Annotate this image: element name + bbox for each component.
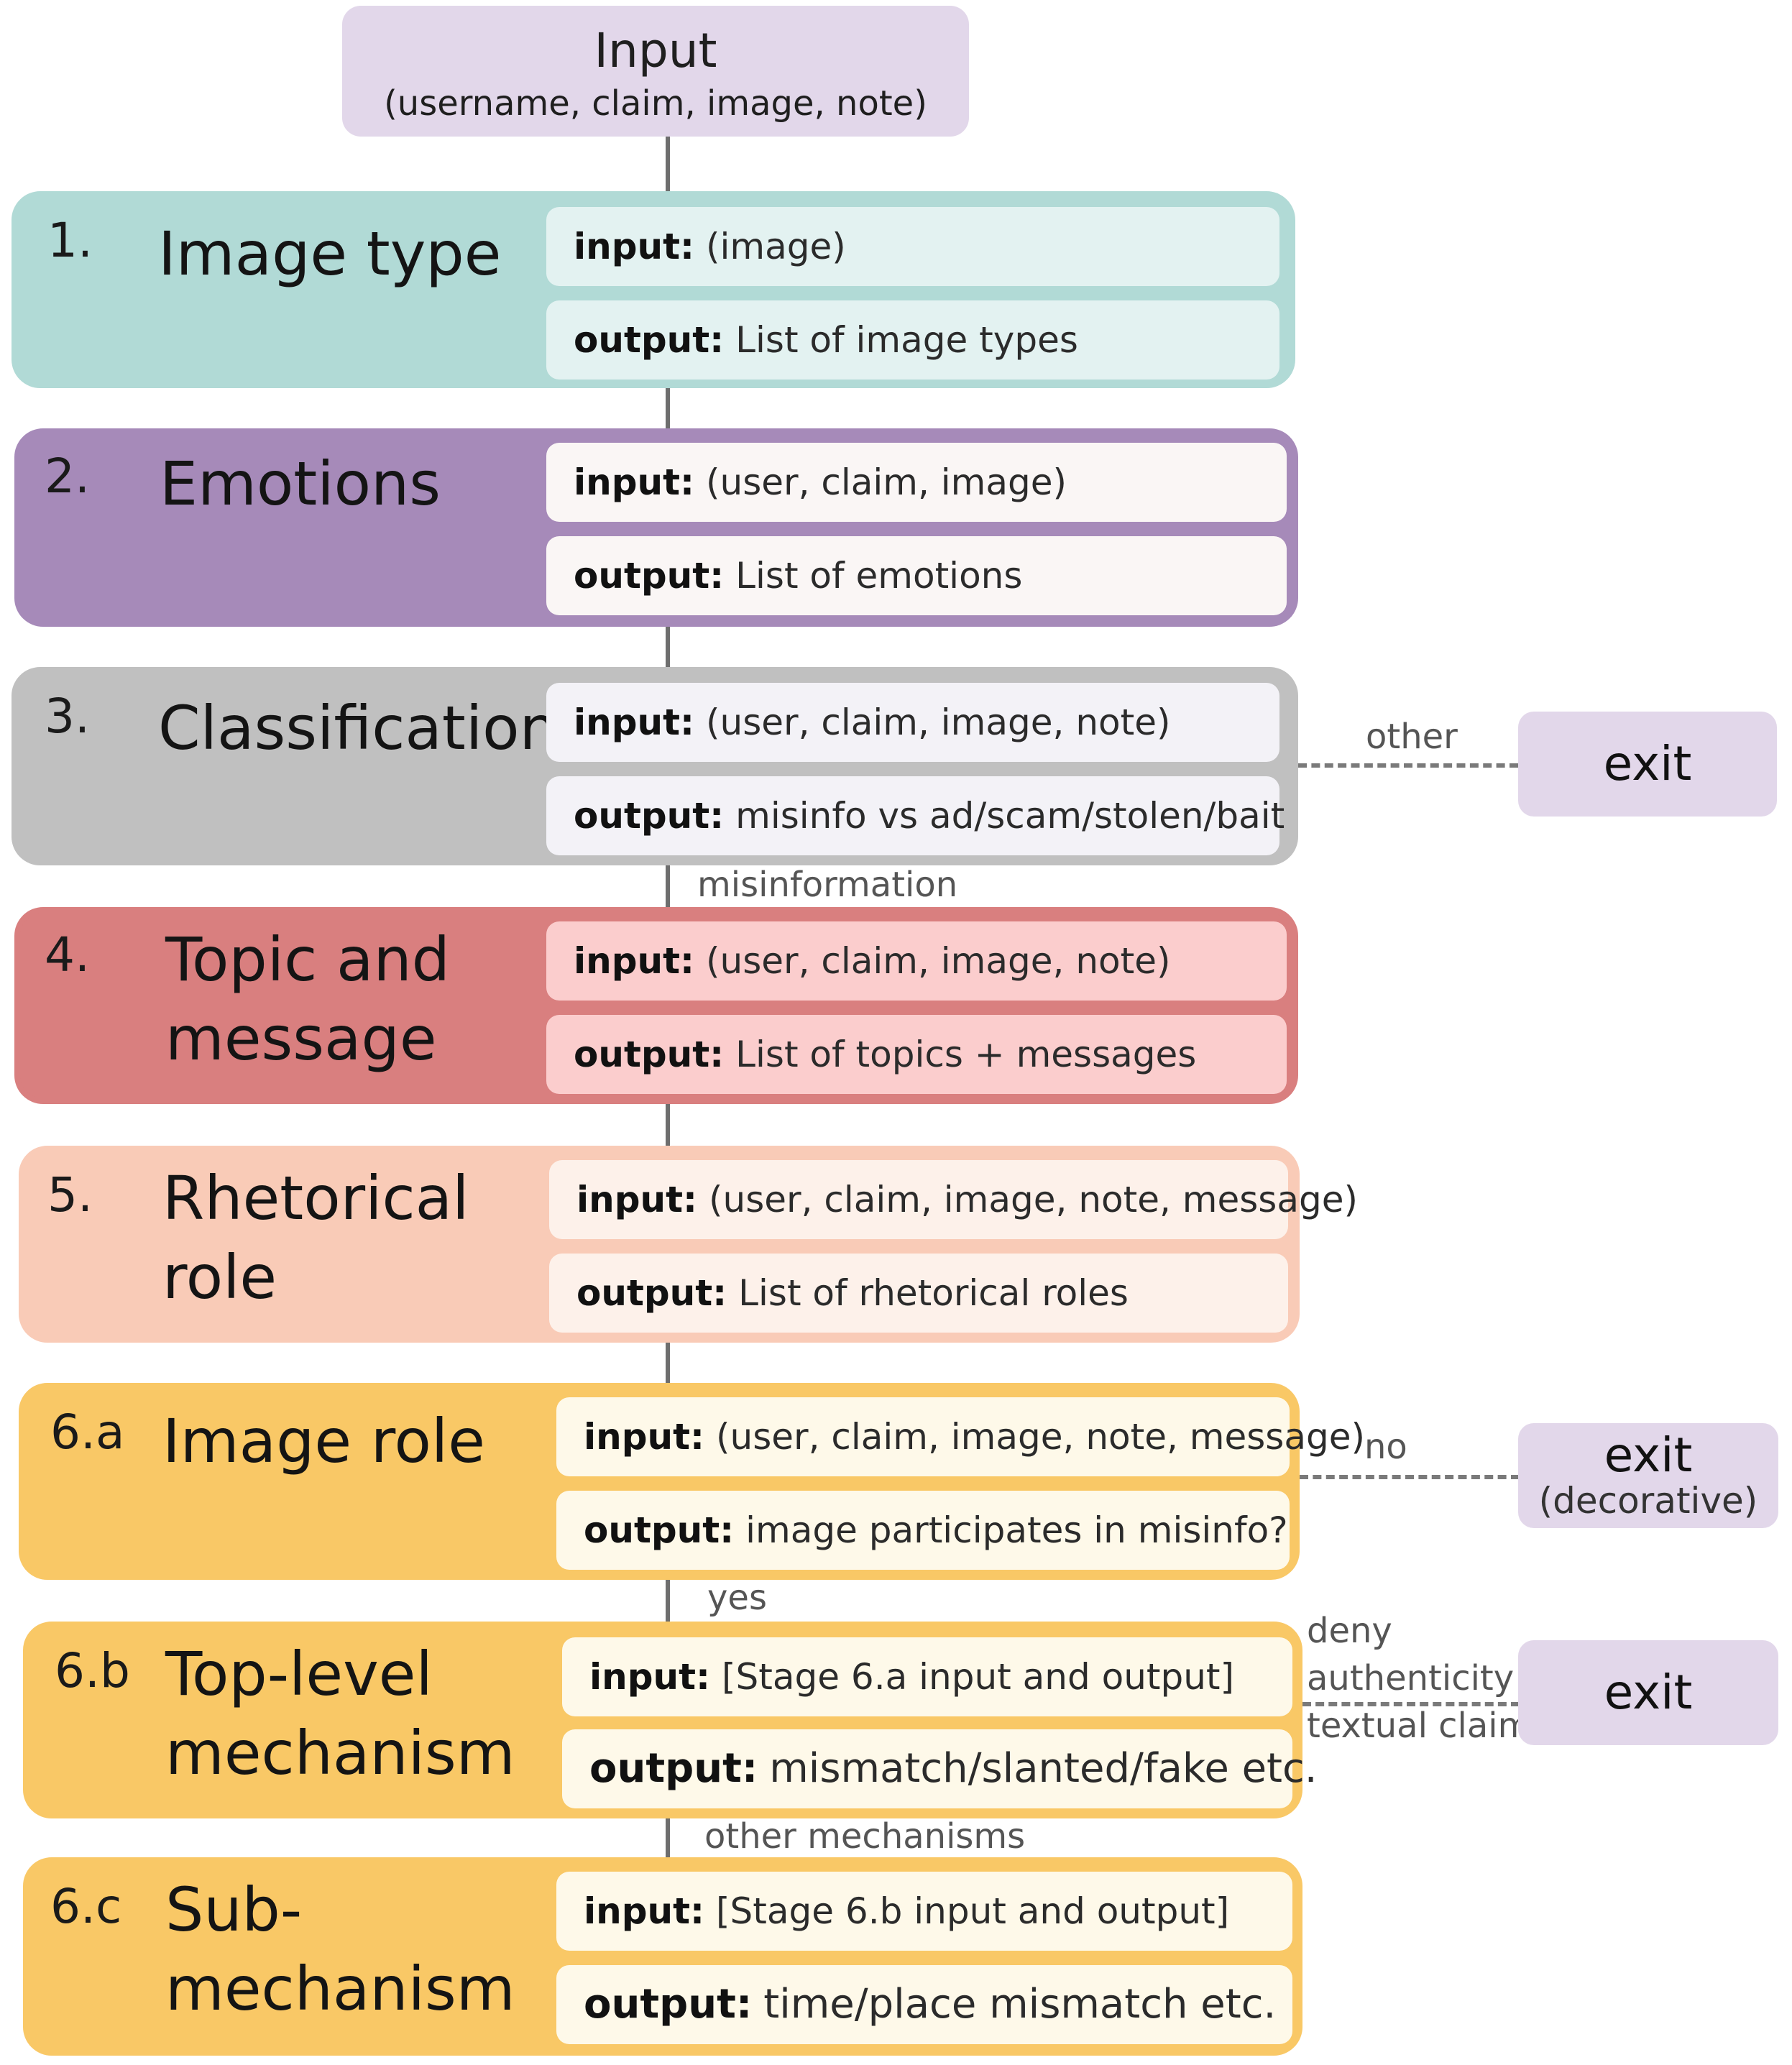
input-node-fields: (username, claim, image, note) [384, 83, 927, 124]
stage-output: output:List of topics + messages [546, 1015, 1287, 1094]
stage-6c-sub-mechanism: 6.c Sub- mechanism input:[Stage 6.b inpu… [23, 1857, 1302, 2056]
stage-output: output:List of rhetorical roles [549, 1254, 1288, 1333]
stage-number: 5. [47, 1167, 93, 1223]
stage-number: 6.a [50, 1404, 125, 1460]
connector-stage3-stage4 [666, 864, 670, 910]
stage-output: output:List of emotions [546, 536, 1287, 615]
stage-5-rhetorical-role: 5. Rhetorical role input:(user, claim, i… [19, 1146, 1358, 1343]
stage-title: Rhetorical role [162, 1163, 469, 1312]
stage-1-image-type: 1. Image type input:(image) output:List … [12, 191, 1295, 388]
stage-title: Sub- mechanism [165, 1875, 515, 2024]
connector-stage6b-stage6c [666, 1817, 670, 1860]
input-node: Input (username, claim, image, note) [342, 6, 969, 137]
stage-input: input:[Stage 6.a input and output] [562, 1637, 1292, 1716]
stage-number: 1. [47, 213, 93, 268]
stage-number: 3. [45, 689, 90, 744]
connector-input-stage1 [666, 137, 670, 194]
stage-title: Image role [162, 1406, 485, 1476]
stage-input: input:(user, claim, image) [546, 443, 1287, 522]
stage-3-classification: 3. Classification input:(user, claim, im… [12, 667, 1298, 865]
stage-input: input:(user, claim, image, note, message… [556, 1397, 1365, 1476]
exit-node-deny-authenticity: exit [1518, 1640, 1778, 1745]
stage-4-topic-and-message: 4. Topic and message input:(user, claim,… [14, 907, 1298, 1104]
stage-number: 2. [45, 449, 90, 504]
connector-stage6a-stage6b [666, 1578, 670, 1624]
stage-input: input:(user, claim, image, note, message… [549, 1160, 1358, 1239]
edge-label-deny-authenticity: deny authenticity textual claim [1307, 1611, 1532, 1746]
connector-stage4-stage5 [666, 1103, 670, 1149]
stage-title: Top-level mechanism [165, 1639, 515, 1788]
connector-stage5-stage6a [666, 1341, 670, 1386]
stage-6a-image-role: 6.a Image role input:(user, claim, image… [19, 1383, 1365, 1580]
branch-other-connector [1298, 763, 1518, 768]
stage-input: input:[Stage 6.b input and output] [556, 1872, 1292, 1951]
stage-output: output:image participates in misinfo? [556, 1491, 1290, 1570]
stage-2-emotions: 2. Emotions input:(user, claim, image) o… [14, 428, 1298, 627]
stage-input: input:(user, claim, image, note) [546, 683, 1279, 762]
edge-label-misinformation: misinformation [697, 865, 958, 905]
stage-title: Classification [158, 693, 558, 763]
stage-title: Topic and message [165, 924, 451, 1074]
stage-output: output:List of image types [546, 300, 1279, 380]
edge-label-no: no [1364, 1427, 1407, 1467]
connector-stage2-stage3 [666, 625, 670, 668]
stage-number: 6.c [50, 1879, 122, 1934]
stage-input: input:(user, claim, image, note) [546, 921, 1287, 1001]
stage-6b-top-level-mechanism: 6.b Top-level mechanism input:[Stage 6.a… [23, 1622, 1318, 1818]
stage-output: output:misinfo vs ad/scam/stolen/bait [546, 776, 1285, 855]
input-node-title: Input [594, 23, 717, 78]
edge-label-yes: yes [707, 1578, 767, 1618]
connector-stage1-stage2 [666, 387, 670, 430]
stage-input: input:(image) [546, 207, 1279, 286]
exit-node-decorative: exit (decorative) [1518, 1423, 1778, 1528]
branch-no-connector [1300, 1475, 1520, 1479]
stage-number: 4. [45, 927, 90, 983]
stage-number: 6.b [55, 1643, 130, 1698]
stage-title: Image type [158, 219, 502, 289]
stage-title: Emotions [160, 449, 441, 519]
edge-label-other: other [1366, 717, 1458, 757]
branch-deny-authenticity-connector [1302, 1702, 1520, 1706]
stage-output: output:mismatch/slanted/fake etc. [562, 1729, 1318, 1808]
stage-output: output:time/place mismatch etc. [556, 1965, 1292, 2044]
exit-node-other: exit [1518, 712, 1777, 817]
edge-label-other-mechanisms: other mechanisms [704, 1816, 1026, 1857]
